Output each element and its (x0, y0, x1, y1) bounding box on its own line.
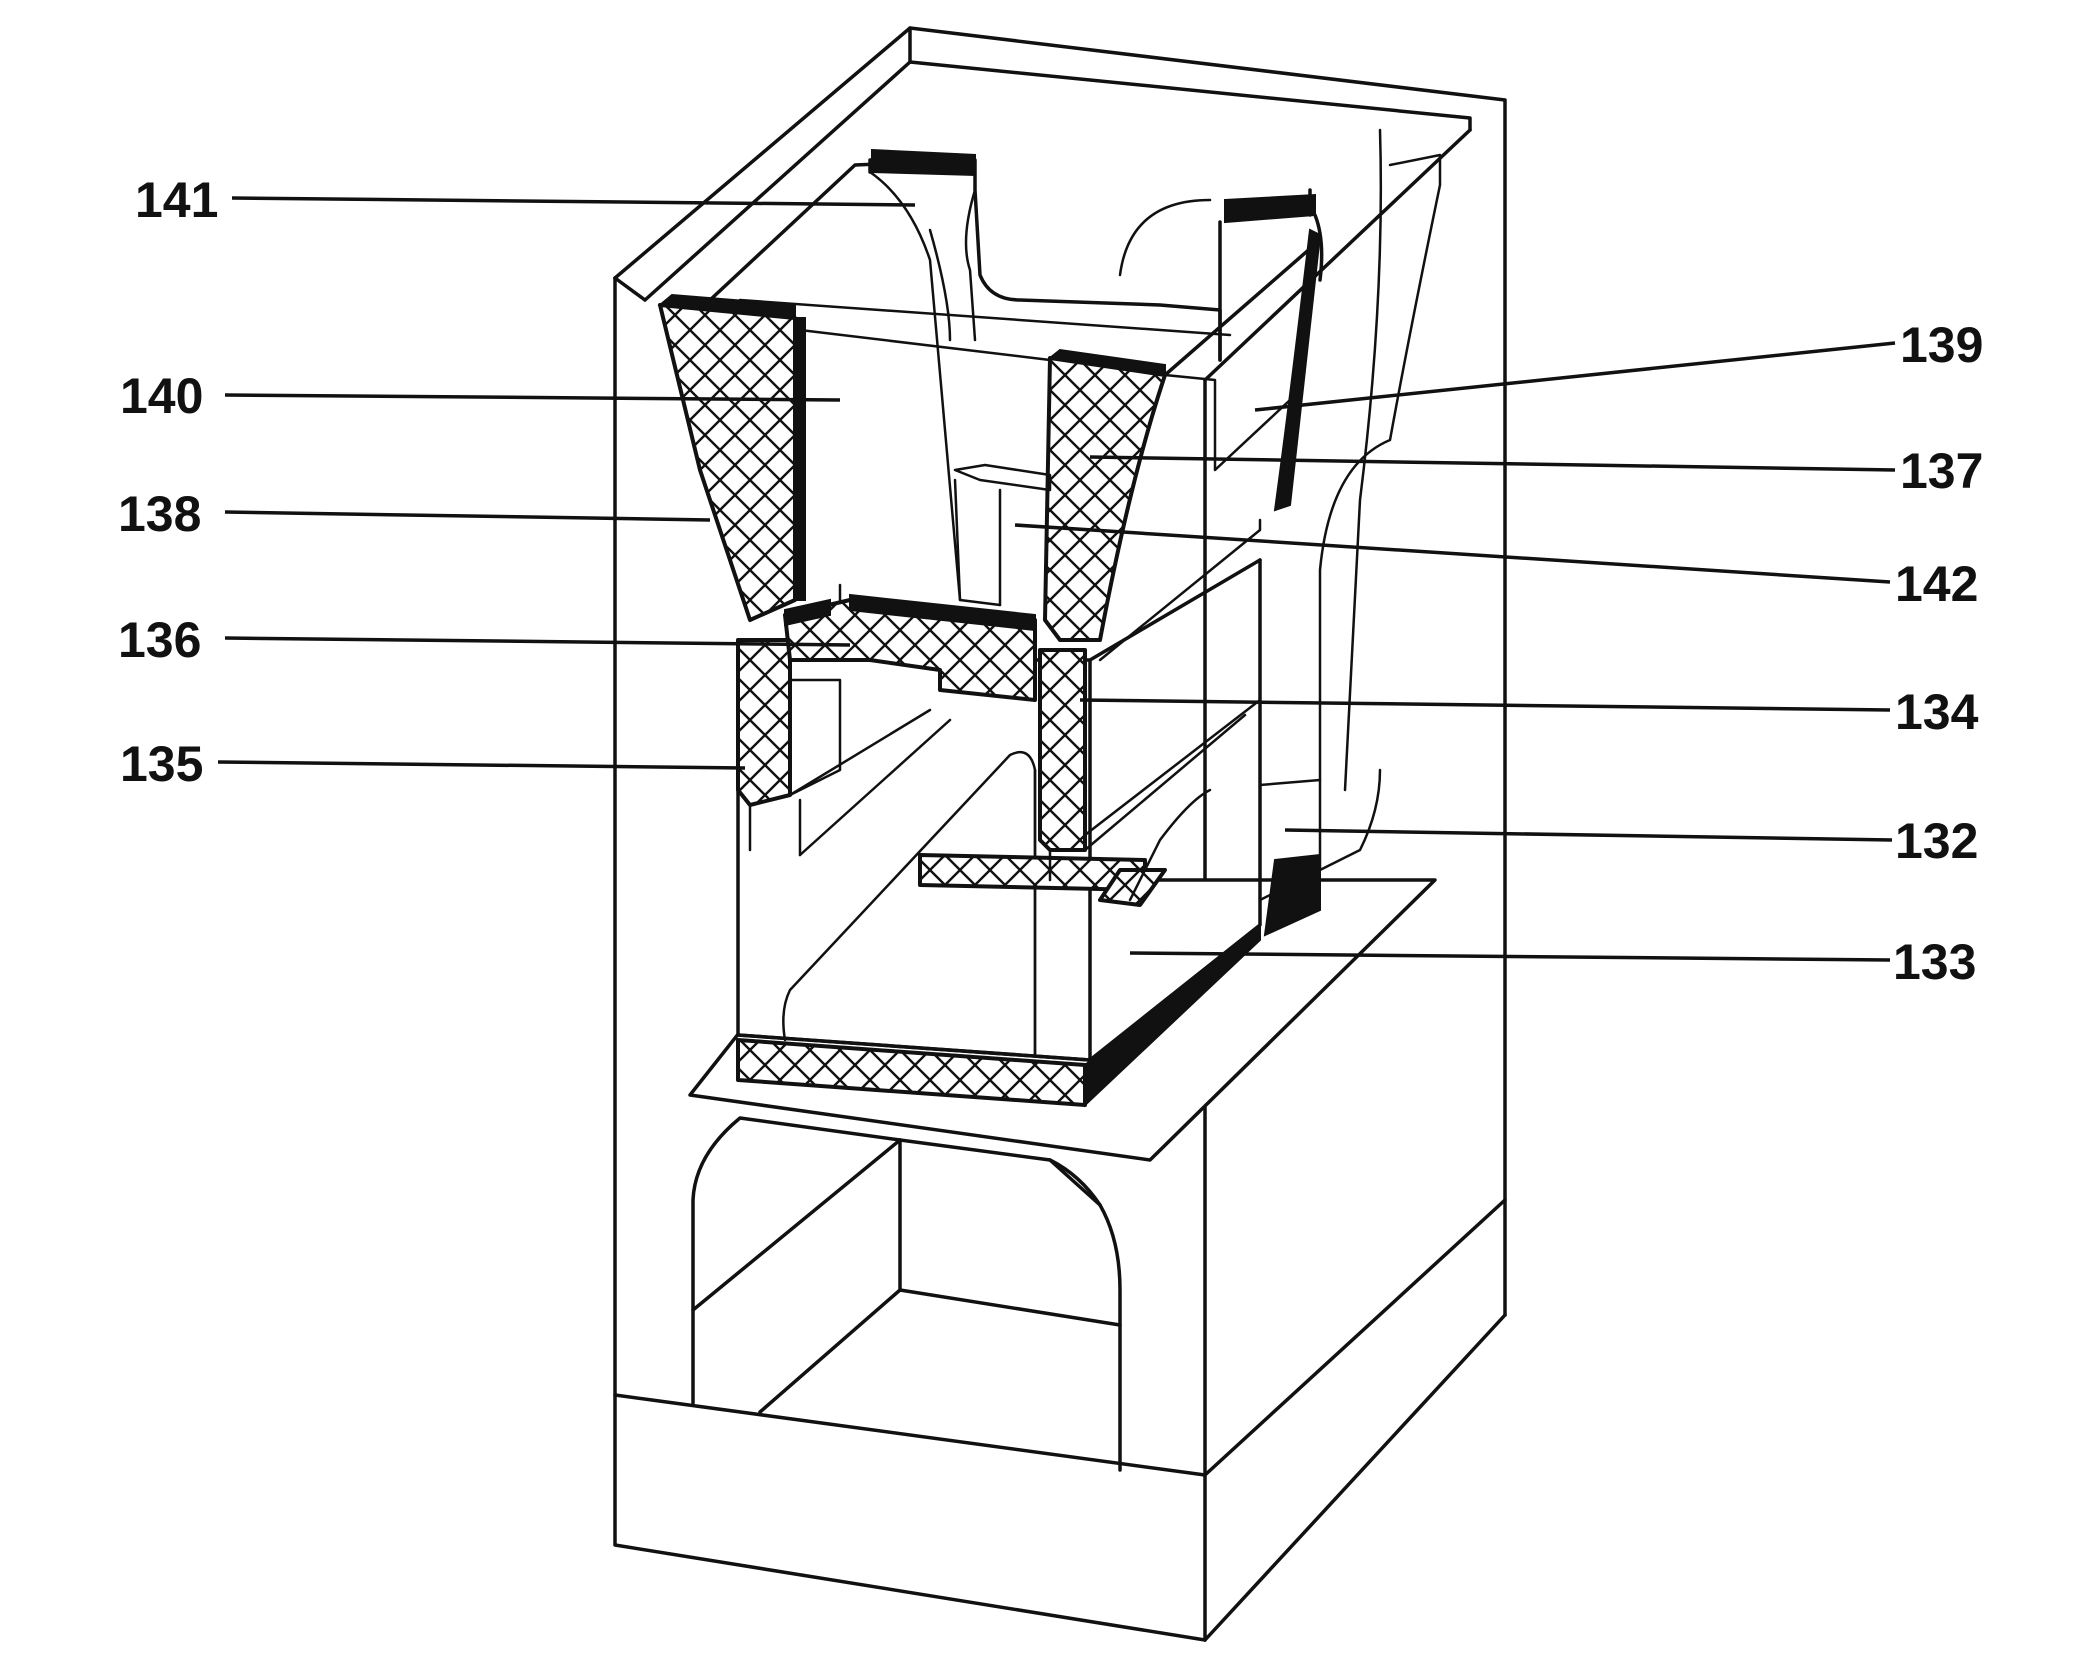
leader-142 (1014, 523, 1891, 584)
label-140: 140 (120, 368, 203, 424)
label-138: 138 (118, 486, 201, 542)
label-133: 133 (1893, 934, 1976, 990)
label-137: 137 (1900, 443, 1983, 499)
inner-container (736, 558, 1262, 1108)
middle-shelf (783, 583, 1037, 702)
leader-133 (1129, 951, 1891, 962)
leader-132 (1284, 828, 1893, 842)
leader-141 (231, 196, 916, 207)
leader-138 (224, 510, 711, 522)
label-139: 139 (1900, 317, 1983, 373)
leader-139 (1254, 341, 1896, 412)
lower-walls (736, 638, 1087, 882)
lower-compartment (691, 1116, 1122, 1472)
label-142: 142 (1895, 556, 1978, 612)
leader-134 (1079, 698, 1891, 712)
leader-lines (217, 196, 1896, 962)
leader-140 (224, 393, 841, 402)
leader-137 (1089, 455, 1896, 472)
label-134: 134 (1895, 684, 1979, 740)
upper-hopper (657, 148, 1324, 662)
label-135: 135 (120, 736, 203, 792)
leader-136 (224, 636, 851, 647)
label-132: 132 (1895, 813, 1978, 869)
right-side-panel (1258, 128, 1442, 937)
leader-135 (217, 760, 746, 770)
reference-labels: 141 140 138 136 135 139 137 142 134 132 … (118, 172, 1983, 990)
label-136: 136 (118, 612, 201, 668)
label-141: 141 (135, 172, 218, 228)
